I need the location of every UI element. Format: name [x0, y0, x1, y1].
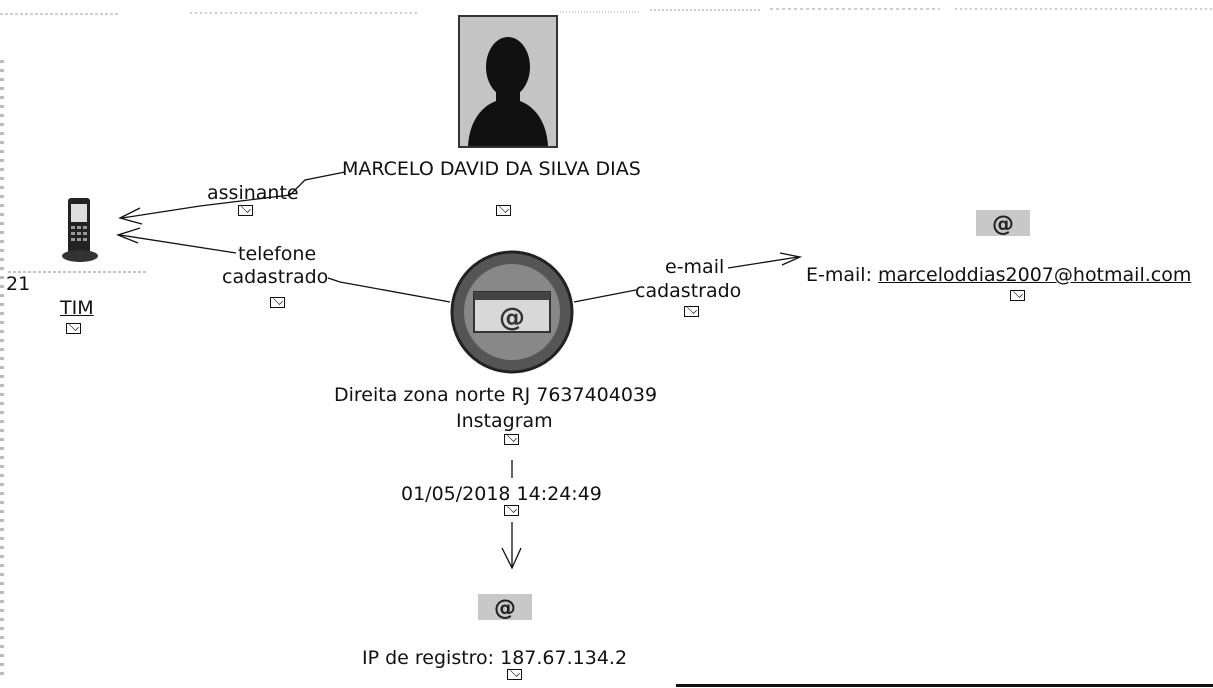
edge-telefone: [327, 277, 451, 303]
envelope-icon[interactable]: [270, 297, 285, 308]
person-name[interactable]: MARCELO DAVID DA SILVA DIAS: [342, 158, 641, 180]
arrowhead-ip: [501, 547, 522, 570]
svg-text:@: @: [494, 596, 516, 621]
edge-label-telefone: telefone: [238, 243, 317, 265]
scan-noise-top: [0, 8, 1213, 15]
at-sign-icon[interactable]: @: [478, 592, 532, 622]
edge-telefone-2: [119, 234, 237, 254]
envelope-icon[interactable]: [66, 323, 81, 334]
scan-left-edge: [0, 60, 4, 680]
mobile-phone-icon[interactable]: [58, 196, 106, 264]
edge-email-2: [727, 256, 799, 269]
svg-text:@: @: [992, 212, 1014, 237]
ip-node-label[interactable]: IP de registro: 187.67.134.2: [362, 647, 628, 669]
at-sign-icon[interactable]: @: [976, 208, 1030, 238]
hub-globe-icon: @: [450, 250, 574, 374]
scan-bottom-line: [676, 684, 1213, 687]
envelope-icon[interactable]: [496, 205, 511, 216]
envelope-icon[interactable]: [507, 669, 522, 680]
envelope-icon[interactable]: [504, 505, 519, 516]
edge-label-assinante: assinante: [207, 182, 299, 204]
envelope-icon[interactable]: [1010, 290, 1025, 301]
edge-assinante: [121, 171, 346, 219]
hub-label-line2[interactable]: Instagram: [456, 410, 553, 432]
arrowhead-email: [779, 252, 803, 266]
edge-label-cadastrado: cadastrado: [222, 266, 329, 288]
email-node-label[interactable]: E-mail: marceloddias2007@hotmail.com: [806, 264, 1191, 286]
phone-carrier[interactable]: TIM: [60, 297, 94, 319]
edge-label-timestamp: 01/05/2018 14:24:49: [401, 483, 602, 505]
person-photo[interactable]: [458, 15, 558, 148]
envelope-icon[interactable]: [238, 205, 253, 216]
email-prefix: E-mail:: [806, 264, 879, 286]
edge-label-email-cadastrado: cadastrado: [635, 280, 742, 302]
arrowhead-telefone: [116, 227, 141, 244]
arrowhead-assinante: [118, 207, 143, 225]
phone-prefix[interactable]: 21: [6, 273, 31, 295]
person-silhouette-icon: [460, 17, 556, 146]
instagram-account-node[interactable]: @: [448, 248, 576, 376]
svg-text:@: @: [499, 303, 525, 333]
edge-email: [573, 289, 637, 303]
edge-label-email: e-mail: [665, 256, 725, 278]
email-address[interactable]: marceloddias2007@hotmail.com: [878, 264, 1192, 286]
hub-label-line1[interactable]: Direita zona norte RJ 7637404039: [334, 384, 658, 406]
envelope-icon[interactable]: [504, 434, 519, 445]
envelope-icon[interactable]: [684, 306, 699, 317]
